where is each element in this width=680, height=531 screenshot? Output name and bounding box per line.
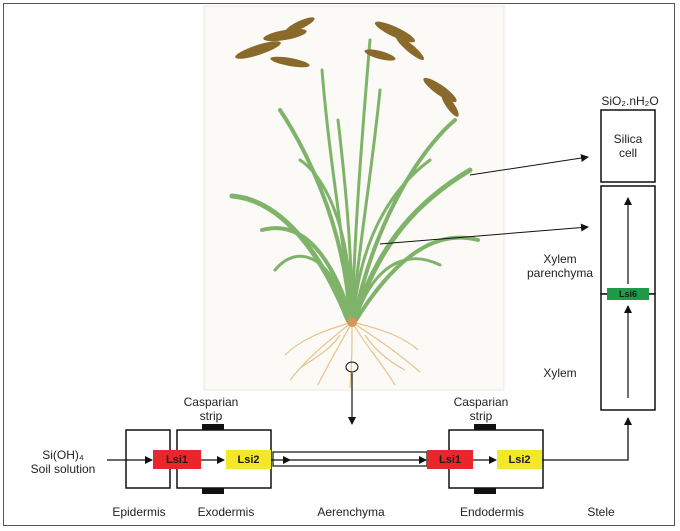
exodermis-label: Exodermis	[197, 505, 255, 519]
exo-lsi1-transporter	[153, 450, 201, 469]
aerenchyma-label: Aerenchyma	[317, 505, 385, 519]
rice-plant-illustration	[203, 5, 505, 391]
product-formula: SiO₂.nH₂O	[601, 94, 659, 108]
endo-lsi1-transporter	[427, 450, 473, 469]
endodermis-label: Endodermis	[459, 505, 525, 519]
input-formula: Si(OH)₄	[42, 448, 84, 462]
exo-lsi1-label: Lsi1	[165, 454, 188, 466]
endo-lsi1-label: Lsi1	[438, 454, 461, 466]
xylem-label: Xylem	[543, 366, 577, 380]
lsi6-transporter	[607, 288, 649, 300]
stele-label: Stele	[587, 505, 615, 519]
exo-lsi2-transporter	[226, 450, 271, 469]
aerenchyma-tube	[272, 451, 428, 467]
epidermis-label: Epidermis	[112, 505, 166, 519]
silica-cell-box	[600, 109, 656, 183]
exo-lsi2-label: Lsi2	[237, 454, 260, 466]
endo-lsi2-transporter	[497, 450, 542, 469]
endo-lsi2-label: Lsi2	[508, 454, 531, 466]
soil-solution-label: Soil solution	[30, 462, 96, 476]
lsi6-label: Lsi6	[618, 289, 637, 299]
figure-frame	[3, 3, 675, 526]
